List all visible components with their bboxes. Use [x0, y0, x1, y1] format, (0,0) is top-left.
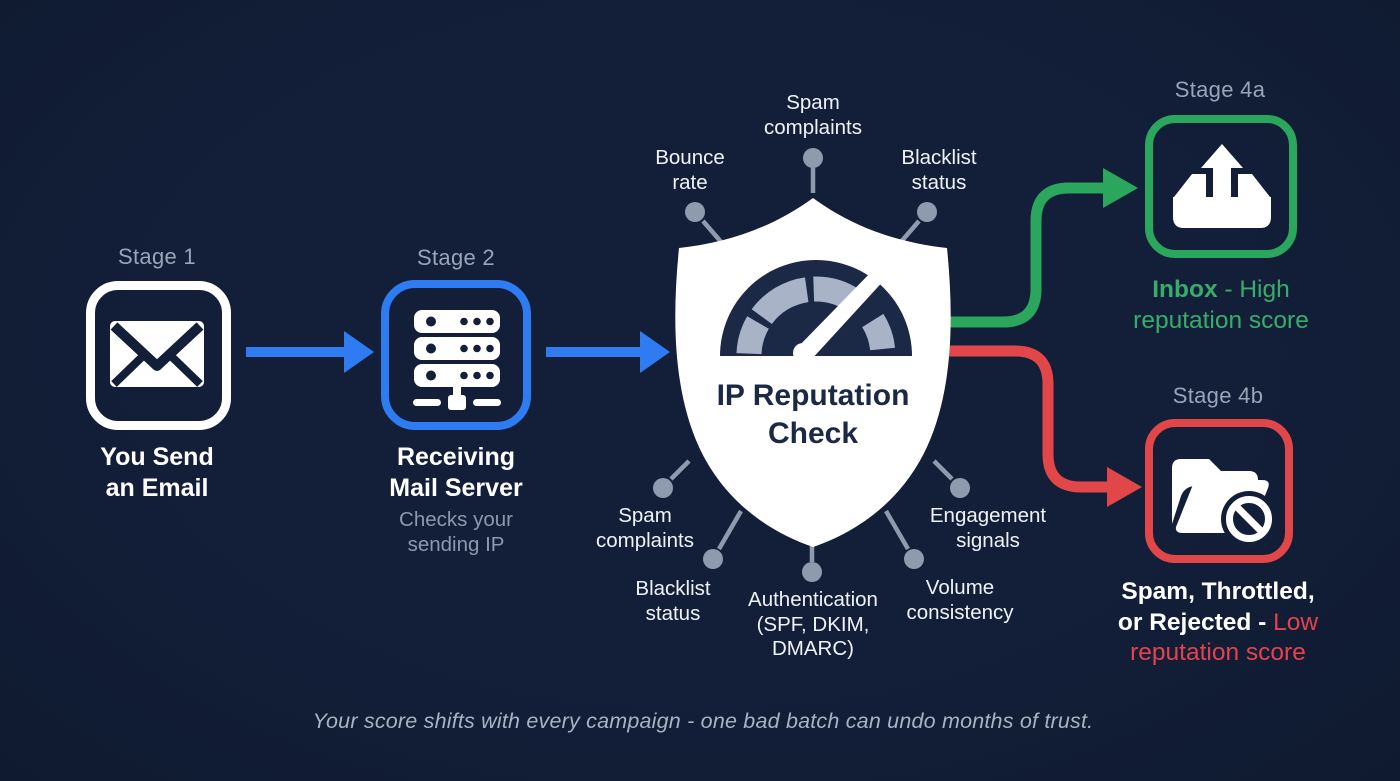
factor-line: Spam — [786, 91, 840, 114]
stage2-caption-line2: Mail Server — [389, 474, 523, 502]
stage2-caption: Receiving Mail Server — [389, 442, 522, 504]
factor-authentication: Authentication (SPF, DKIM, DMARC) — [748, 588, 878, 662]
stage1-caption-line2: an Email — [105, 474, 209, 502]
stage4b-caption-line1: Spam, Throttled, — [1121, 578, 1315, 605]
factor-line: Spam — [618, 504, 672, 527]
factor-line: complaints — [596, 528, 694, 552]
stage4a-caption-bold: Inbox — [1152, 276, 1218, 303]
stage2-box — [381, 280, 531, 430]
factor-line: complaints — [764, 115, 862, 139]
mail-server-icon — [413, 310, 501, 410]
stage1-label: Stage 1 — [118, 244, 196, 269]
shield-title: IP Reputation Check — [717, 377, 910, 453]
pin-bounce-rate — [685, 202, 724, 245]
stage4b-caption-line2-red: Low — [1273, 608, 1319, 636]
stage4b-box — [1145, 419, 1293, 563]
pin-spam-complaints-top — [803, 148, 823, 193]
stage2-label: Stage 2 — [417, 245, 495, 270]
gauge-needle-pivot — [793, 343, 813, 363]
pin-volume-consistency — [884, 509, 924, 569]
shield-title-line1: IP Reputation — [716, 379, 910, 412]
stage2-subtitle-line1: Checks your — [399, 508, 513, 531]
factor-line: status — [911, 170, 967, 194]
factor-line: Authentication — [748, 588, 878, 611]
pin-authentication — [802, 544, 822, 582]
stage4a-box — [1145, 115, 1297, 258]
pin-engagement-signals — [932, 459, 970, 498]
factor-line: Engagement — [929, 504, 1047, 527]
stage4b-caption: Spam, Throttled, or Rejected - Low reput… — [1118, 577, 1318, 669]
factor-line: Bounce — [655, 146, 725, 169]
stage4b-caption-line3: reputation score — [1130, 639, 1306, 666]
stage4a-caption-line1: Inbox - High — [1133, 275, 1309, 306]
stage1-box — [86, 281, 231, 430]
stage1-caption-line1: You Send — [100, 443, 214, 471]
pin-blacklist-status-bottom — [703, 509, 743, 569]
stage4a-label: Stage 4a — [1174, 77, 1266, 102]
arrow-stage2-to-shield — [546, 331, 670, 373]
factor-line: signals — [956, 528, 1020, 552]
arrow-shield-to-inbox — [948, 168, 1138, 328]
stage4b-caption-line2: or Rejected - Low — [1118, 608, 1318, 639]
factor-line: consistency — [906, 600, 1014, 624]
footer-note: Your score shifts with every campaign - … — [312, 709, 1094, 733]
factor-blacklist-status-bottom: Blacklist status — [635, 577, 710, 626]
shield-title-line2: Check — [767, 417, 859, 450]
factor-engagement-signals: Engagement signals — [930, 504, 1046, 553]
inbox-up-icon — [1173, 144, 1271, 228]
stage2-subtitle: Checks your sending IP — [399, 507, 513, 557]
factor-line: rate — [672, 170, 708, 194]
factor-spam-complaints-bottom: Spam complaints — [596, 504, 694, 553]
stage4a-caption-rest: - High — [1217, 276, 1290, 303]
pin-blacklist-status-top — [898, 202, 937, 245]
factor-line: Blacklist — [901, 146, 977, 169]
stage4b-label: Stage 4b — [1172, 383, 1264, 408]
stage1-caption: You Send an Email — [100, 442, 213, 504]
factor-blacklist-status-top: Blacklist status — [901, 146, 976, 195]
factor-bounce-rate: Bounce rate — [655, 146, 725, 195]
pin-spam-complaints-bottom — [653, 459, 691, 498]
stage4a-caption: Inbox - High reputation score — [1133, 275, 1309, 336]
arrow-stage1-to-stage2 — [246, 331, 374, 373]
factor-line: Blacklist — [635, 577, 711, 600]
stage2-caption-line1: Receiving — [396, 443, 516, 471]
factor-line: Volume — [925, 576, 995, 599]
shield-gauge-icon — [675, 198, 951, 547]
shield-shape — [675, 198, 951, 547]
envelope-icon — [110, 321, 204, 387]
factor-line: (SPF, DKIM, — [756, 612, 870, 636]
stage4b-caption-line2-white: or Rejected - — [1117, 608, 1274, 636]
factor-line: status — [645, 601, 701, 625]
arrow-shield-to-spam — [948, 345, 1142, 507]
gauge-needle — [796, 267, 887, 361]
factor-spam-complaints-top: Spam complaints — [764, 91, 862, 140]
stage4a-caption-line2: reputation score — [1133, 306, 1309, 334]
factor-connector-pins — [653, 148, 970, 582]
stage2-subtitle-line2: sending IP — [407, 533, 505, 556]
factor-volume-consistency: Volume consistency — [906, 576, 1013, 625]
factor-line: DMARC) — [772, 637, 854, 660]
